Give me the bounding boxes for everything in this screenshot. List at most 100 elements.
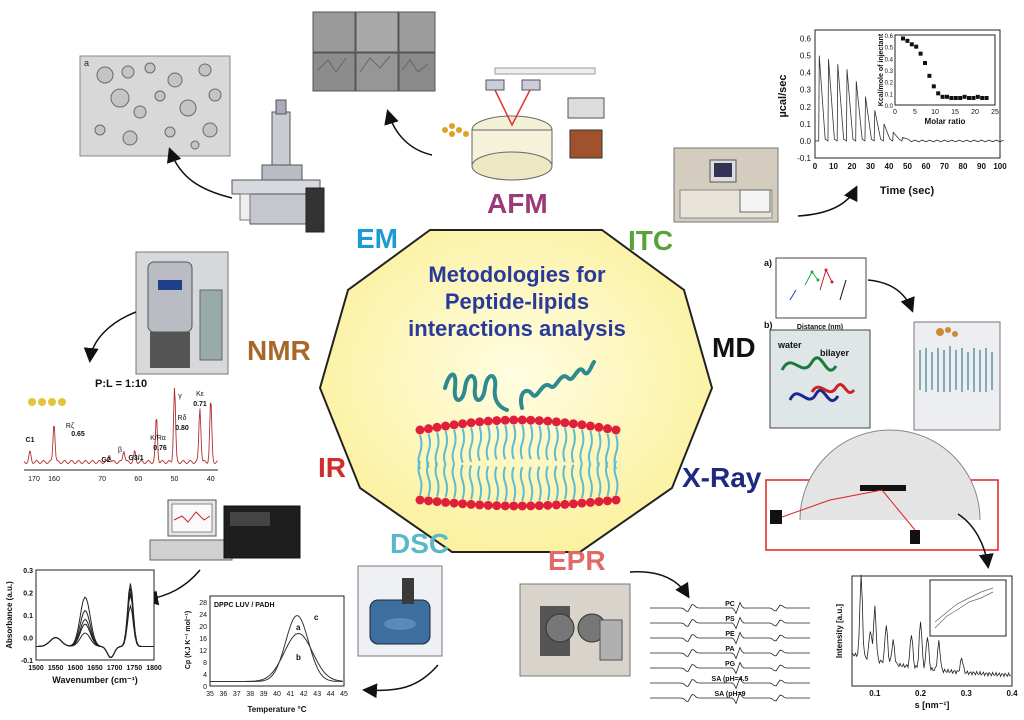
nmr-peak-label: Kε xyxy=(196,391,204,398)
itc-inset-xtick: 10 xyxy=(931,109,939,116)
md-xlabel: Distance (nm) xyxy=(797,324,843,331)
itc-inset-xtick: 20 xyxy=(971,109,979,116)
lipid-tail xyxy=(596,432,602,467)
epr-spectrum-line xyxy=(650,616,810,630)
lipid-tail xyxy=(536,425,542,460)
dsc-instrument-photo xyxy=(357,565,443,657)
itc-inset-xtick: 15 xyxy=(951,109,959,116)
lipid-headgroup xyxy=(432,422,442,432)
dsc-xtick: 45 xyxy=(340,691,348,698)
lipid-tail xyxy=(468,427,474,463)
dsc-ytick: 20 xyxy=(199,624,207,631)
itc-ytick: 0.5 xyxy=(800,52,812,61)
lipid-tail xyxy=(502,466,508,502)
nmr-magnet-photo xyxy=(135,251,229,375)
xray-xlabel: s [nm⁻¹] xyxy=(915,700,950,710)
lipid-headgroup xyxy=(458,499,468,509)
lipid-headgroup xyxy=(585,421,595,431)
itc-inset-point xyxy=(984,96,989,100)
itc-xtick: 50 xyxy=(903,162,912,171)
arrow-xray xyxy=(957,513,994,569)
lipid-headgroup xyxy=(568,419,578,429)
lipid-headgroup xyxy=(509,415,519,425)
lipid-tail xyxy=(460,428,466,464)
arrow-md xyxy=(867,279,915,313)
ir-xtick: 1750 xyxy=(127,665,143,672)
lipid-tail xyxy=(502,424,508,460)
nmr-xtick: 40 xyxy=(207,476,215,483)
lipid-headgroup xyxy=(602,496,612,506)
itc-ytick: 0.2 xyxy=(800,103,812,112)
dsc-xtick: 44 xyxy=(327,691,335,698)
itc-ytick: 0.6 xyxy=(800,35,812,44)
dsc-ylabel: Cp (KJ K⁻¹ mol⁻¹) xyxy=(185,611,192,669)
nmr-peak-label: 0.71 xyxy=(193,401,207,408)
lipid-headgroup xyxy=(475,417,485,427)
lipid-headgroup xyxy=(534,501,544,511)
itc-xtick: 10 xyxy=(829,162,838,171)
ir-xtick: 1800 xyxy=(146,665,162,672)
lipid-headgroup xyxy=(585,497,595,507)
itc-inset-point xyxy=(940,94,945,99)
itc-inset-ytick: 0.3 xyxy=(885,69,894,75)
dsc-xtick: 36 xyxy=(220,691,228,698)
lipid-headgroup xyxy=(517,415,527,425)
electron-microscope-image xyxy=(231,99,325,233)
label-dsc: DSC xyxy=(390,528,449,559)
lipid-headgroup xyxy=(560,499,570,509)
lipid-tail xyxy=(494,466,500,501)
itc-inset-point xyxy=(967,96,971,100)
nmr-peak-label: 0.65 xyxy=(71,431,85,438)
itc-xtick: 60 xyxy=(922,162,931,171)
ir-ylabel: Absorbance (a.u.) xyxy=(5,581,14,649)
dsc-curve-label-a: a xyxy=(296,623,301,632)
lipid-headgroup xyxy=(500,415,510,425)
itc-inset-point xyxy=(909,42,914,47)
dsc-curve-label-b: b xyxy=(296,653,301,662)
itc-inset-xtick: 25 xyxy=(991,109,999,116)
xray-xtick: 0.1 xyxy=(869,689,881,698)
epr-label: PS xyxy=(725,616,735,623)
dsc-xlabel: Temperature °C xyxy=(247,705,306,714)
nmr-xtick: 50 xyxy=(171,476,179,483)
itc-xlabel: Time (sec) xyxy=(880,185,935,197)
afm-instrument-schematic xyxy=(442,67,605,181)
nmr-spectrum: P:L = 1:10 C1Rζ0.65G2βG3/1K/Rα0.76γRδ0.8… xyxy=(18,378,224,483)
itc-xtick: 90 xyxy=(977,162,986,171)
lipid-tail xyxy=(528,424,534,460)
lipid-headgroup xyxy=(611,495,621,505)
lipid-tail xyxy=(604,461,610,497)
dsc-xtick: 40 xyxy=(273,691,281,698)
epr-label: PE xyxy=(725,631,735,638)
epr-label: PG xyxy=(725,661,736,668)
lipid-tail xyxy=(417,460,423,496)
label-itc: ITC xyxy=(628,225,673,256)
lipid-tail xyxy=(528,466,534,502)
lipid-tail xyxy=(477,426,483,462)
arrow-nmr xyxy=(83,311,137,363)
lipid-headgroup xyxy=(526,501,536,511)
itc-inset-xlabel: Molar ratio xyxy=(925,117,966,126)
ir-ytick: 0.3 xyxy=(23,568,33,575)
xray-xtick: 0.2 xyxy=(915,689,927,698)
afm-scan-images xyxy=(312,11,436,92)
lipid-headgroup xyxy=(458,419,468,429)
itc-inset-point xyxy=(931,84,936,89)
lipid-headgroup xyxy=(534,416,544,426)
lipid-headgroup xyxy=(424,496,434,506)
lipid-headgroup xyxy=(483,416,493,426)
itc-inset-ytick: 0.2 xyxy=(885,81,894,87)
dsc-xtick: 41 xyxy=(287,691,295,698)
lipid-tail xyxy=(587,430,593,466)
dsc-ytick: 0 xyxy=(203,684,207,691)
nmr-xtick: 170 xyxy=(28,476,40,483)
lipid-headgroup xyxy=(594,422,604,432)
epr-label: PC xyxy=(725,601,735,608)
lipid-headgroup xyxy=(577,498,587,508)
ir-xtick: 1600 xyxy=(68,665,84,672)
itc-inset-point xyxy=(971,96,976,100)
nmr-xtick: 160 xyxy=(48,476,60,483)
nmr-peak-label: γ xyxy=(178,393,182,400)
lipid-headgroup xyxy=(577,420,587,430)
